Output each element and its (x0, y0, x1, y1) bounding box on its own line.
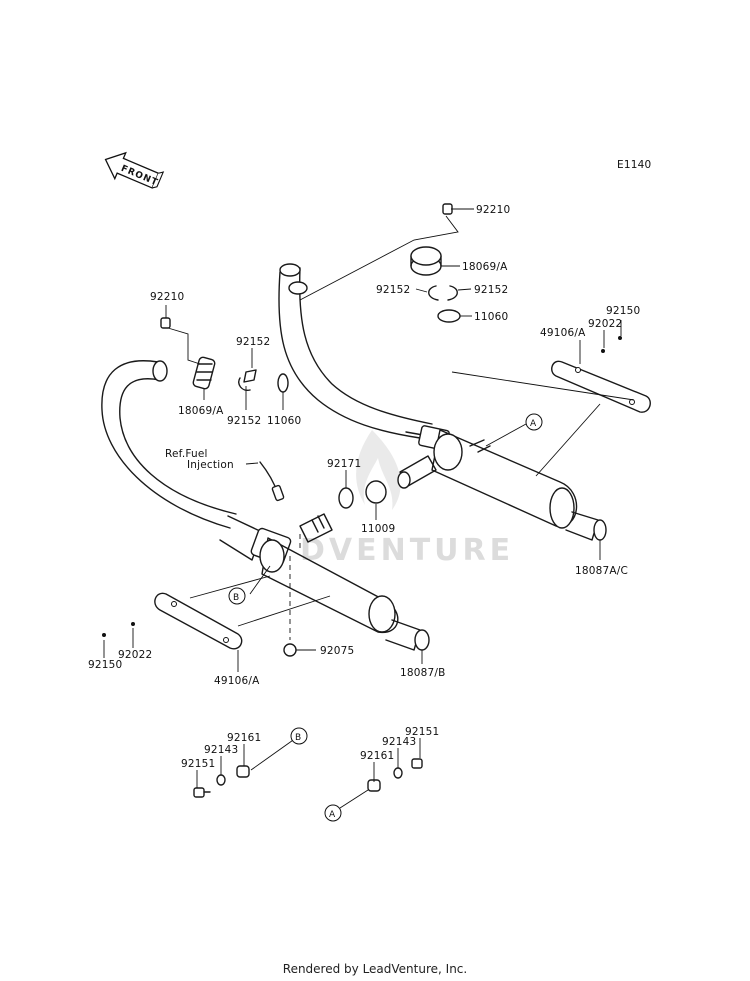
label-92210-right: 92210 (476, 204, 510, 216)
right-muffler (431, 429, 607, 541)
label-11009: 11009 (361, 523, 395, 535)
watermark-flame-icon (356, 430, 401, 510)
label-18087b: 18087/B (400, 667, 446, 679)
label-92143-b: 92143 (204, 744, 238, 756)
label-92022-right: 92022 (588, 318, 622, 330)
left-heat-cover-49106a (154, 592, 243, 650)
clamp-92171-icon (338, 487, 354, 509)
gasket-18069a-right-icon (410, 246, 442, 276)
label-92143-a: 92143 (382, 736, 416, 748)
pipe-11009-icon (365, 480, 387, 504)
label-18069a-left: 18069/A (178, 405, 224, 417)
label-92151-a: 92151 (405, 726, 439, 738)
svg-text:A: A (329, 810, 336, 820)
label-49106a-left: 49106/A (214, 675, 260, 687)
svg-text:A: A (530, 419, 537, 429)
front-arrow-icon: FRONT (104, 151, 165, 189)
label-92075: 92075 (320, 645, 354, 657)
diagram-code: E1140 (617, 159, 651, 171)
connector-pipe-icon (397, 455, 437, 489)
callout-b-lower: B (290, 727, 308, 745)
label-92151-b: 92151 (181, 758, 215, 770)
joint-pipe-icon (299, 513, 333, 543)
label-92161-a: 92161 (360, 750, 394, 762)
part-labels: 92210 18069/A 92152 92152 11060 49106/A … (88, 204, 640, 770)
ring-11060-left-icon (277, 373, 289, 393)
right-exhaust-pipe (278, 263, 450, 451)
label-92161-b: 92161 (227, 732, 261, 744)
label-11060-right: 11060 (474, 311, 508, 323)
o2-sensor-icon (259, 461, 285, 502)
damper-92075-icon (283, 643, 297, 657)
label-18087ac: 18087A/C (575, 565, 628, 577)
callout-a-lower: A (324, 804, 342, 822)
clip-92152-right-icon (428, 285, 458, 301)
fasteners-group-a (367, 758, 423, 792)
ref-note-line2: Injection (187, 459, 234, 471)
label-11060-left: 11060 (267, 415, 301, 427)
clip-92152-left-icon (238, 369, 257, 392)
label-18069a-right: 18069/A (462, 261, 508, 273)
label-92152-right-right: 92152 (474, 284, 508, 296)
leader-lines (103, 208, 635, 809)
nut-92210-left-icon (160, 317, 171, 329)
footer-credit: Rendered by LeadVenture, Inc. (282, 962, 468, 976)
nut-92210-right-icon (442, 203, 453, 215)
gasket-18069a-left-icon (192, 356, 216, 390)
label-92152-left-top: 92152 (236, 336, 270, 348)
callout-b-upper: B (228, 587, 246, 605)
label-92171: 92171 (327, 458, 361, 470)
label-92150-left: 92150 (88, 659, 122, 671)
label-92022-left: 92022 (118, 649, 152, 661)
watermark: DVENTURE (300, 533, 514, 568)
svg-text:B: B (295, 733, 301, 743)
left-muffler (259, 537, 430, 651)
label-92152-right-left: 92152 (376, 284, 410, 296)
ref-note-line1: Ref.Fuel (165, 448, 208, 460)
right-heat-cover-49106a (551, 360, 651, 413)
fasteners-group-b (193, 765, 250, 798)
label-49106a-right: 49106/A (540, 327, 586, 339)
label-92152-left-bottom: 92152 (227, 415, 261, 427)
label-92150-right: 92150 (606, 305, 640, 317)
svg-text:B: B (233, 593, 239, 603)
ring-11060-right-icon (437, 309, 461, 323)
label-92210-left: 92210 (150, 291, 184, 303)
callout-a-upper: A (525, 413, 543, 431)
